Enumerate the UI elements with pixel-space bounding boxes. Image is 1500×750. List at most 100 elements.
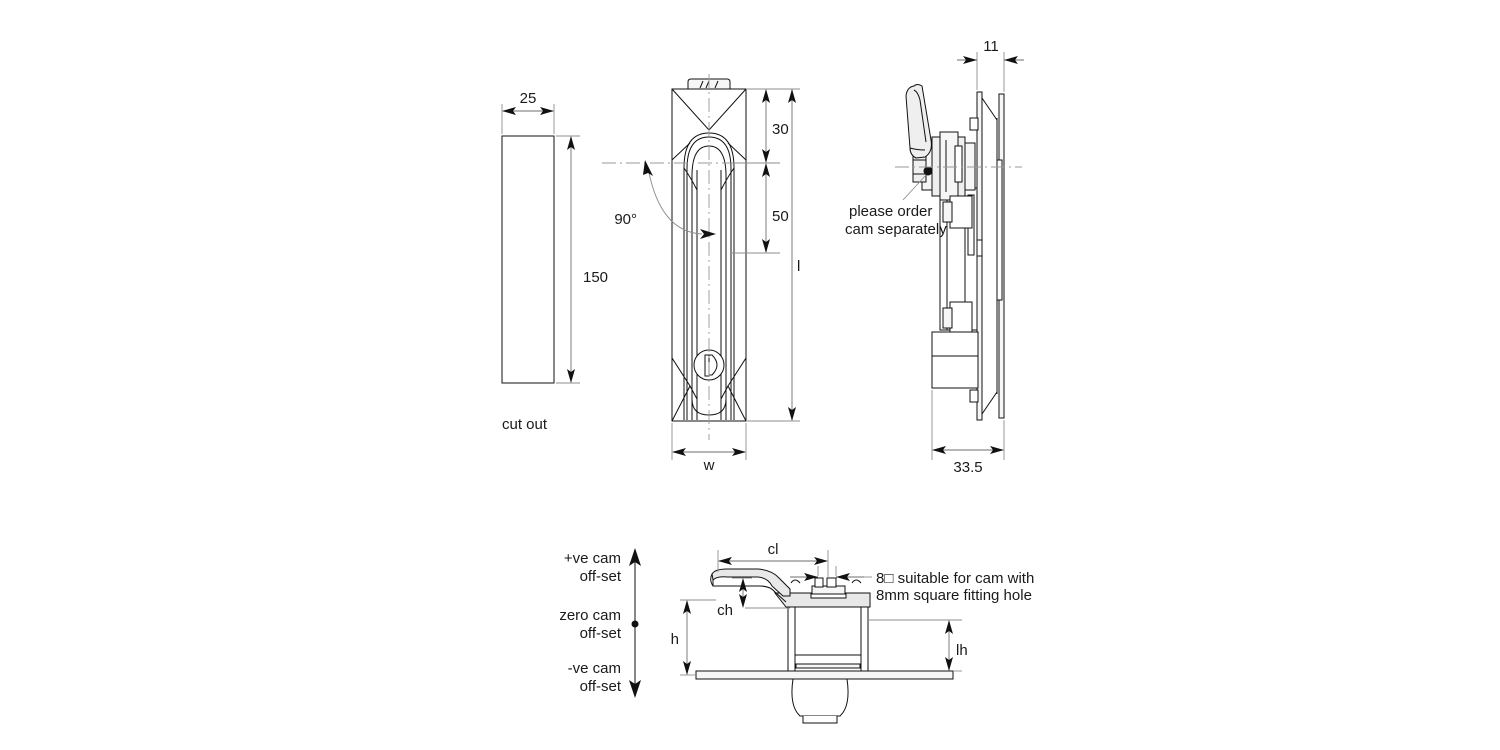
front-dim-w: w <box>703 457 715 474</box>
cam-zero-line1: zero cam <box>559 607 621 624</box>
cam-door-panel <box>695 670 954 680</box>
cam-arm <box>711 568 791 597</box>
front-bevel-bl <box>671 356 691 421</box>
bevel-br2 <box>720 384 747 422</box>
bevel-bl2 <box>671 384 698 422</box>
side-dim-335: 33.5 <box>953 459 982 476</box>
cam-zero-line2: off-set <box>580 625 622 642</box>
side-note-line1: please order <box>849 203 932 220</box>
cam-screw-r <box>826 577 837 588</box>
arrow-head <box>739 594 747 608</box>
arrow-head <box>567 369 575 383</box>
arrow-head <box>629 548 641 566</box>
side-lower-housing <box>931 331 979 389</box>
cam-arm-lower <box>710 573 787 603</box>
hub-detail <box>954 145 963 183</box>
front-dim-30: 30 <box>772 121 789 138</box>
cap-hatch <box>699 80 704 89</box>
front-bevel-br <box>727 356 747 421</box>
cam-housing-step <box>794 654 862 665</box>
arrow-head <box>683 600 691 614</box>
side-panel-bezel <box>981 96 998 416</box>
cutout-height-label: 150 <box>583 269 608 286</box>
blend-right <box>720 167 735 191</box>
arrow-head <box>540 107 554 115</box>
lever-crease <box>913 89 927 143</box>
cutout-caption: cut out <box>502 416 548 433</box>
arrow-head <box>732 448 746 456</box>
arrow-head <box>643 160 653 176</box>
cam-dim-ch: ch <box>717 602 733 619</box>
side-clamp-top-nut <box>942 201 953 223</box>
cam-pos-line2: off-set <box>580 568 622 585</box>
side-lever <box>905 84 932 159</box>
flange-tab-top <box>969 117 979 131</box>
arrow-head <box>762 239 770 253</box>
arrow-head <box>945 620 953 634</box>
cam-dim-h: h <box>671 631 679 648</box>
cam-neg-line2: off-set <box>580 678 622 695</box>
cutout-width-label: 25 <box>520 90 537 107</box>
recess-inner <box>686 136 732 420</box>
front-view: 90° 30 50 l w <box>602 74 800 474</box>
cap-hatch <box>705 80 710 89</box>
arrow-head <box>739 578 747 592</box>
side-panel-rib <box>996 159 1003 301</box>
arrow-head <box>683 661 691 675</box>
arrow-head <box>963 56 977 64</box>
side-clamp-top <box>949 195 973 229</box>
blend-left <box>683 167 698 191</box>
arrow-head <box>945 657 953 671</box>
front-dim-50: 50 <box>772 208 789 225</box>
arrow-head <box>788 407 796 421</box>
side-view: please order cam separately 11 33.5 <box>845 38 1024 476</box>
cam-bowl-foot <box>802 716 838 724</box>
arrow-head <box>762 163 770 177</box>
arrow-head <box>502 107 516 115</box>
arrow-head <box>814 557 828 565</box>
cutout-rectangle <box>501 135 555 384</box>
arrow-head <box>1004 56 1018 64</box>
front-angle-label: 90° <box>614 211 637 228</box>
lock-slot <box>704 354 710 377</box>
cam-dim-lh: lh <box>956 642 968 659</box>
arrow-head <box>567 136 575 150</box>
cam-note-leader <box>902 174 927 201</box>
arrow-head <box>990 446 1004 454</box>
arrow-head <box>788 89 796 103</box>
cam-offset-detail: +ve cam off-set zero cam off-set -ve cam… <box>559 541 1034 724</box>
cam-note-line2: 8mm square fitting hole <box>876 587 1032 604</box>
arrow-head <box>672 448 686 456</box>
cam-note-marker <box>923 166 933 176</box>
nut-facets <box>913 159 926 175</box>
arrow-head <box>762 149 770 163</box>
cam-washer <box>810 593 847 599</box>
cam-screw-l <box>814 577 824 588</box>
side-note-line2: cam separately <box>845 221 947 238</box>
offset-zero-marker <box>631 620 639 628</box>
front-bevel-left <box>671 89 691 162</box>
arrow-head <box>804 573 818 581</box>
arrow-head <box>629 680 641 698</box>
cam-lower-bowl <box>791 678 849 717</box>
side-clamp-bottom <box>949 301 973 335</box>
front-dim-l: l <box>797 258 800 275</box>
arrow-head <box>932 446 946 454</box>
arrow-head <box>700 229 716 239</box>
cam-dim-cl: cl <box>768 541 779 558</box>
arrow-head <box>762 89 770 103</box>
cam-clip-l <box>790 579 801 584</box>
lever-base <box>909 147 926 151</box>
cam-pos-line1: +ve cam <box>564 550 621 567</box>
arrow-head <box>836 573 850 581</box>
flange-tab-bottom <box>969 389 979 403</box>
cam-housing-gasket <box>795 663 861 669</box>
angle-arc <box>647 167 703 235</box>
cap-hatch <box>714 80 719 89</box>
cam-note-line1: 8□ suitable for cam with <box>876 570 1034 587</box>
arrow-head <box>718 557 732 565</box>
front-bevel-right <box>727 89 747 162</box>
cam-clip-r <box>851 579 862 584</box>
side-clamp-bottom-nut <box>942 307 953 329</box>
